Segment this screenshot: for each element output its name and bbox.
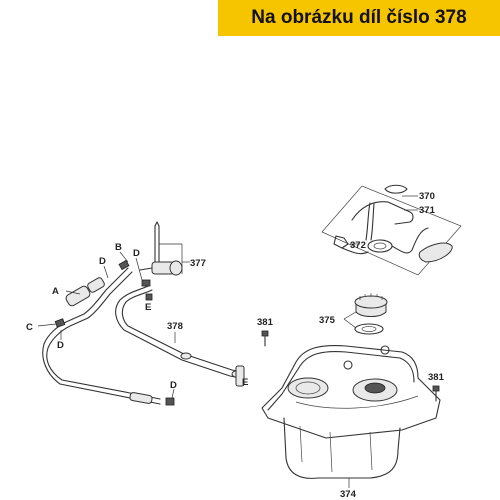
fuel-tank: 374	[261, 344, 441, 500]
label-E-right: E	[242, 377, 248, 388]
label-378: 378	[167, 321, 183, 332]
label-371: 371	[419, 205, 436, 216]
label-D-top-left: D	[99, 256, 106, 267]
label-B: B	[115, 242, 122, 253]
label-E-upper: E	[145, 302, 151, 313]
banner-text: Na obrázku díl číslo 378	[251, 7, 467, 28]
label-D-bottom: D	[170, 380, 177, 391]
label-381-right: 381	[428, 372, 445, 383]
bolt-381-right: 381	[428, 372, 445, 402]
fuel-gauge-assembly: 370 371 372	[321, 184, 462, 276]
label-375: 375	[319, 315, 336, 326]
label-D-top-right: D	[133, 248, 140, 259]
label-374: 374	[340, 489, 357, 500]
label-381-left: 381	[257, 317, 274, 328]
label-372: 372	[350, 240, 366, 251]
fuel-hose-378: 378	[115, 285, 243, 379]
part-number-banner: Na obrázku díl číslo 378	[218, 0, 500, 36]
label-C: C	[26, 322, 33, 333]
left-hose-assembly: A B C D D D D E E	[26, 242, 248, 406]
fuel-cap-assembly: 375	[319, 293, 388, 335]
label-377: 377	[190, 258, 206, 269]
fuel-valve-377: 377	[139, 221, 206, 276]
label-370: 370	[419, 191, 435, 202]
label-A: A	[52, 286, 59, 297]
bolt-381-left: 381	[257, 317, 274, 347]
label-D-left: D	[57, 340, 64, 351]
